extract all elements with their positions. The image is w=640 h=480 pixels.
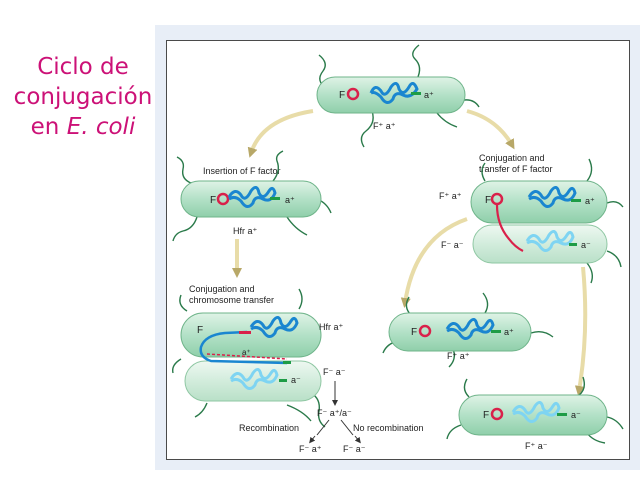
chrom-transfer-title-1: Conjugation and (189, 284, 255, 294)
transferred-dna (199, 330, 288, 365)
recipient-label: F⁻ a⁻ (441, 240, 464, 250)
cell-bottom-right-f-plus: F a⁻ F⁺ a⁻ (446, 376, 624, 451)
f-transfer-title-2: transfer of F factor (479, 164, 553, 174)
f-transfer-title-1: Conjugation and (479, 153, 545, 163)
cell-caption: Hfr a⁺ (233, 226, 258, 236)
chromosome-icon (511, 401, 561, 423)
conjugation-diagram: F a⁺ F⁺ a⁺ Insertion of F factor F a⁺ Hf… (166, 40, 630, 460)
cell-caption: F⁺ a⁺ (373, 121, 396, 131)
cell-pair-hfr-recipient: F a⁺ a⁻ Hfr a⁺ F⁻ a⁻ (171, 288, 346, 428)
f-label: F (485, 195, 491, 206)
recipient-chromosome-icon (229, 368, 279, 390)
recipient-chromosome-icon (525, 230, 575, 252)
cell-hfr: F a⁺ Hfr a⁺ (172, 150, 332, 242)
title-line-2: conjugación (13, 84, 153, 110)
recombination-label: Recombination (239, 423, 299, 433)
f-factor-transfer-strand (495, 204, 524, 252)
f-label: F (210, 195, 216, 206)
arrow-to-bottom-right-cell (574, 266, 588, 396)
cell-top-f-plus: F a⁺ F⁺ a⁺ (316, 44, 480, 148)
a-label: a⁺ (424, 90, 434, 100)
insertion-title: Insertion of F factor (203, 166, 281, 176)
f-factor-icon (490, 192, 504, 206)
cell-caption: F⁺ a⁻ (525, 441, 548, 451)
donor-label: F⁺ a⁺ (439, 191, 462, 201)
species-name: E. coli (66, 114, 136, 140)
merozygote-label: F⁻ a⁺/a⁻ (317, 408, 352, 418)
chromosome-icon (445, 318, 495, 340)
f-factor-icon (346, 87, 360, 101)
a-label: a⁻ (571, 410, 581, 420)
f-label: F (483, 410, 489, 421)
a-bottom-label: a⁻ (581, 240, 591, 250)
chromosome-icon (227, 186, 277, 208)
outcome-tree: F⁻ a⁺/a⁻ Recombination No recombination … (239, 381, 424, 454)
result-recombinant: F⁻ a⁺ (299, 444, 322, 454)
chromosome-icon (527, 186, 577, 208)
f-label: F (411, 327, 417, 338)
recipient-label: F⁻ a⁻ (323, 367, 346, 377)
a-bottom-label: a⁻ (291, 375, 301, 385)
title-line-1: Ciclo de (37, 54, 129, 80)
chromosome-icon (369, 82, 419, 104)
cell-pair-f-transfer: F a⁺ a⁻ F⁺ a⁺ F⁻ a⁻ (439, 158, 624, 284)
hfr-label: Hfr a⁺ (319, 322, 344, 332)
no-recombination-label: No recombination (353, 423, 424, 433)
a-label: a⁺ (504, 327, 514, 337)
a-label: a⁺ (285, 195, 295, 205)
slide-title: Ciclo de conjugación en E. coli (8, 52, 158, 142)
cell-caption: F⁺ a⁺ (447, 351, 470, 361)
chrom-transfer-title-2: chromosome transfer (189, 295, 274, 305)
f-label: F (339, 90, 345, 101)
chromosome-icon (249, 316, 299, 338)
a-transferred-label: a⁺ (242, 348, 251, 357)
f-label: F (197, 325, 203, 336)
a-top-label: a⁺ (585, 196, 595, 206)
arrow-to-f-transfer (466, 109, 515, 150)
cell-mid-f-plus: F a⁺ F⁺ a⁺ (382, 292, 554, 368)
f-factor-icon (418, 324, 432, 338)
arrow-to-insertion (247, 109, 314, 158)
result-nonrecombinant: F⁻ a⁻ (343, 444, 366, 454)
f-factor-icon (490, 407, 504, 421)
arrow-to-mid-cell (400, 217, 468, 308)
title-line-3: en E. coli (30, 114, 136, 140)
f-factor-icon (216, 192, 230, 206)
